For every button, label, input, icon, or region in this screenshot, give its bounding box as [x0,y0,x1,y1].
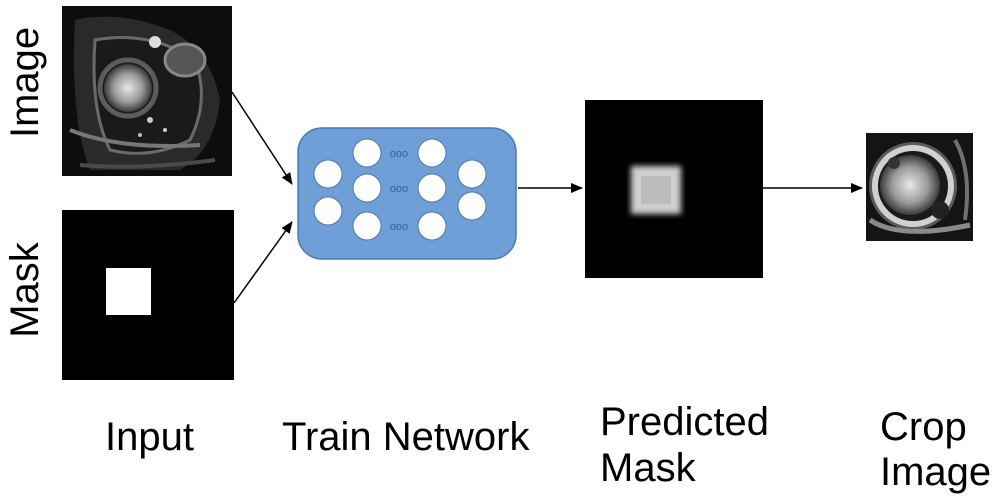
arrow-image-to-network [231,91,293,185]
network-node [457,191,487,221]
predicted-caption-line2: Mask [600,446,696,490]
input-image-label: Image [3,26,47,138]
input-mask-image [62,210,234,380]
arrow-mask-to-network [233,221,293,304]
crop-caption-line2: Image [880,450,992,494]
input-mri-image [62,6,232,176]
network-block: ooo ooo ooo [297,127,517,260]
network-ellipsis: ooo [390,221,408,233]
network-node [313,159,343,189]
network-node [352,211,382,241]
network-node [457,159,487,189]
cropped-image [866,133,973,241]
network-node [417,211,447,241]
input-mask-label: Mask [3,242,47,338]
network-node [352,138,382,168]
network-node [417,173,447,203]
network-node [313,196,343,226]
predicted-caption-line1: Predicted [600,400,769,444]
network-ellipsis: ooo [390,148,408,160]
network-caption: Train Network [282,415,530,459]
input-caption: Input [105,415,194,459]
network-node [417,138,447,168]
network-box [297,127,517,260]
predicted-mask-image [585,100,763,278]
network-ellipsis: ooo [390,183,408,195]
network-node [352,173,382,203]
crop-caption-line1: Crop [880,405,967,449]
